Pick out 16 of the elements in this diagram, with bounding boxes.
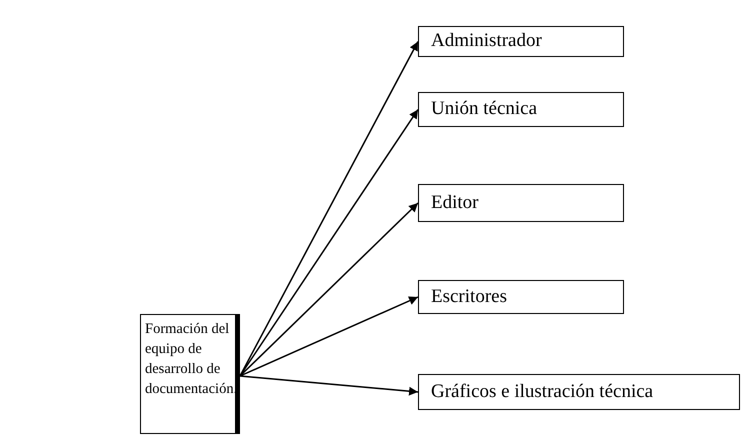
arrow xyxy=(240,296,418,377)
arrow xyxy=(239,202,419,377)
box-text: Formación del equipo de desarrollo de documentación. xyxy=(145,320,235,399)
role-box xyxy=(418,92,624,127)
box-text: Unión técnica xyxy=(431,97,538,122)
box-text: Administrador xyxy=(431,29,542,54)
arrow xyxy=(240,375,418,396)
role-box xyxy=(418,184,624,222)
role-box xyxy=(418,26,624,57)
box-text: Escritores xyxy=(431,284,507,309)
role-box xyxy=(418,374,740,410)
box-text: Gráficos e ilustración técnica xyxy=(431,380,654,404)
source-box xyxy=(140,314,240,434)
arrow xyxy=(239,41,419,376)
box-text: Editor xyxy=(431,190,478,215)
role-box xyxy=(418,280,624,314)
